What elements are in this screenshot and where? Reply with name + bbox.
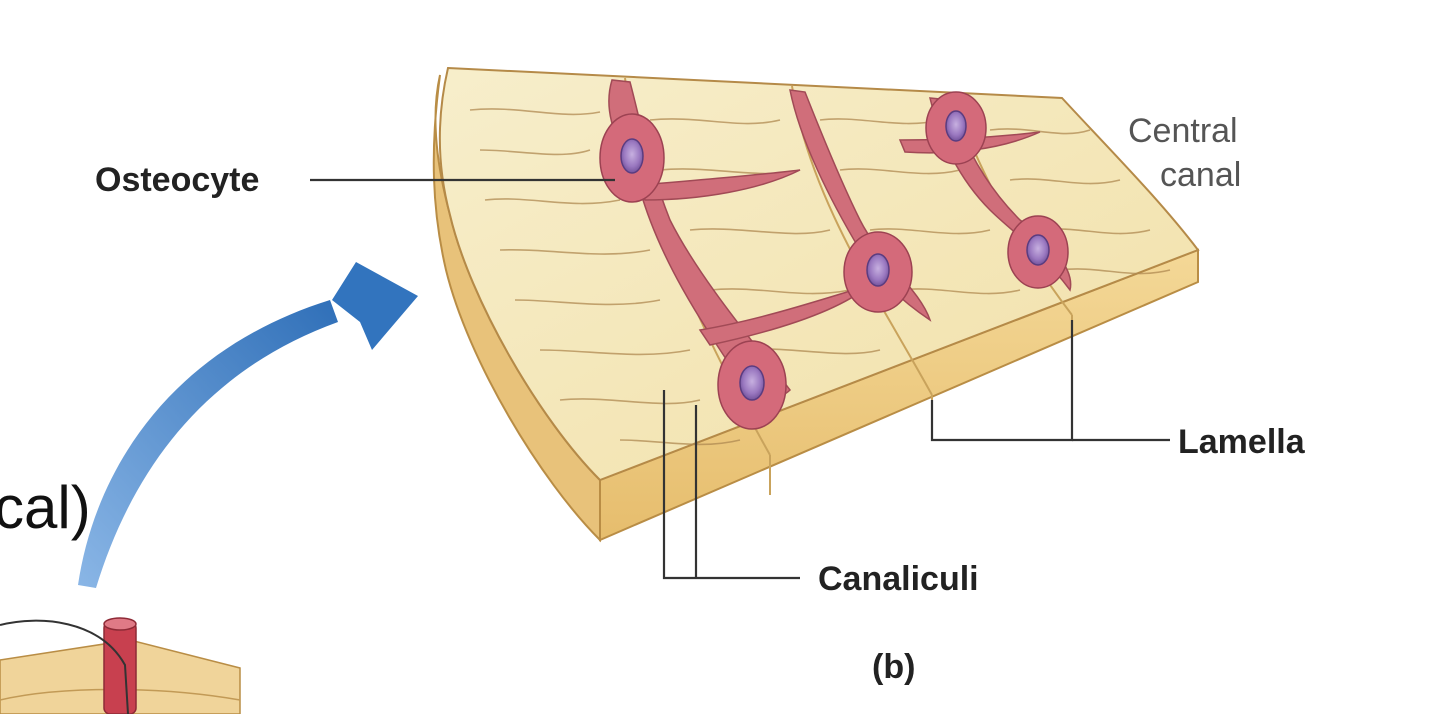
lamella-wedge bbox=[432, 66, 1200, 543]
panel-label: (b) bbox=[872, 648, 916, 686]
curved-arrow-icon bbox=[78, 262, 418, 588]
partial-caption-text: cal) bbox=[0, 474, 91, 541]
bone-cylinder-partial bbox=[0, 617, 241, 714]
label-central-canal-line2: canal bbox=[1160, 155, 1242, 194]
label-osteocyte: Osteocyte bbox=[95, 161, 260, 199]
label-lamella: Lamella bbox=[1178, 423, 1305, 461]
label-central-canal-line1: Central bbox=[1128, 112, 1238, 150]
label-central-canal: Central canal bbox=[1128, 110, 1241, 197]
label-canaliculi: Canaliculi bbox=[818, 560, 979, 598]
leader-lines bbox=[310, 178, 1170, 580]
